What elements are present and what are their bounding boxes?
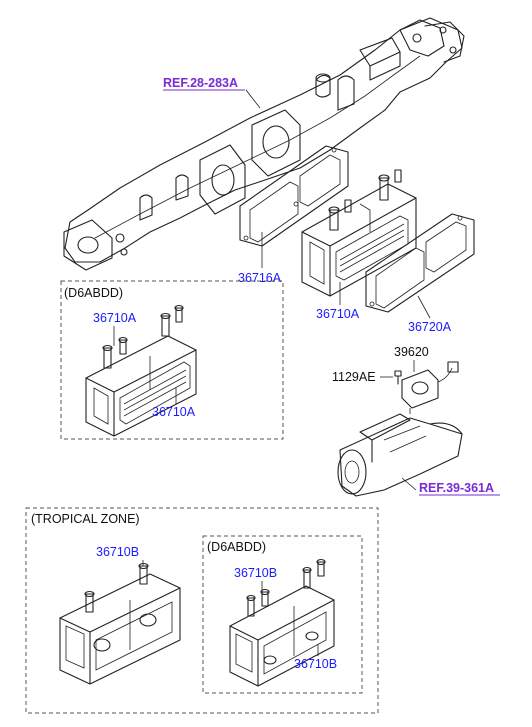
ref-28-283a-link[interactable]: REF.28-283A [163,76,261,109]
d6abdd-lower-title: (D6ABDD) [207,540,266,554]
heater-36710a-main [301,169,417,297]
heater-36710b-tropical [59,562,181,685]
label-36710a-box-top[interactable]: 36710A [93,311,137,325]
tropical-zone-box [25,507,379,714]
starter-motor [337,413,463,497]
heater-36710b-pair [229,558,335,687]
label-36710a-box-bottom[interactable]: 36710A [152,405,196,419]
ref-39-361a-leader [401,477,417,491]
leader-36720a [417,295,431,319]
label-36716a[interactable]: 36716A [238,271,282,285]
ref-28-283a-leader [245,89,261,109]
tropical-zone-title: (TROPICAL ZONE) [31,512,140,526]
heater-36710a-pair [85,304,197,437]
bolt-1129ae [394,370,402,385]
label-36720a[interactable]: 36720A [408,320,452,334]
relay-39620 [401,361,459,414]
label-36710b-tropical[interactable]: 36710B [96,545,139,559]
ref-28-283a-label[interactable]: REF.28-283A [163,76,238,90]
ref-39-361a-link[interactable]: REF.39-361A [401,477,500,496]
label-36710b-inner-top[interactable]: 36710B [234,566,277,580]
label-36710b-inner-bottom[interactable]: 36710B [294,657,337,671]
label-36710a-main[interactable]: 36710A [316,307,360,321]
label-1129ae[interactable]: 1129AE [332,370,376,384]
gasket-36720a [365,213,475,313]
d6abdd-upper-title: (D6ABDD) [64,286,123,300]
d6abdd-lower-box [202,535,363,694]
gasket-36716a [239,145,349,247]
exhaust-manifold [63,17,465,271]
ref-39-361a-label[interactable]: REF.39-361A [419,481,494,495]
label-39620[interactable]: 39620 [394,345,429,359]
d6abdd-upper-box [60,280,284,440]
